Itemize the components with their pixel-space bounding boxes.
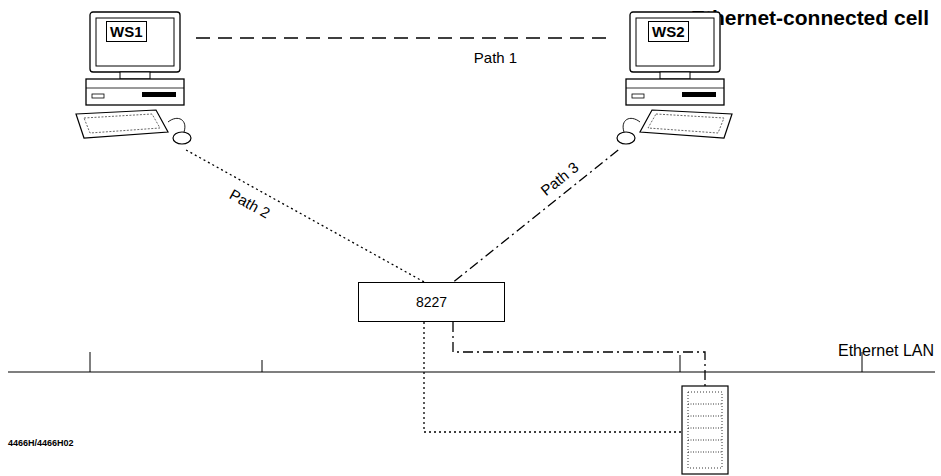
diagram-title: Ethernet-connected cell bbox=[691, 6, 929, 30]
lan-tap bbox=[680, 355, 681, 372]
lan-tap bbox=[90, 352, 91, 372]
path-label: Path 1 bbox=[472, 49, 519, 67]
path-label: Path 3 bbox=[536, 157, 584, 201]
server-tower bbox=[682, 386, 728, 474]
device-label: 8227 bbox=[416, 294, 447, 310]
workstation: WS2 bbox=[612, 10, 736, 150]
workstation: WS1 bbox=[72, 10, 196, 150]
path-line bbox=[186, 150, 424, 282]
path-extension bbox=[424, 322, 688, 432]
device-box: 8227 bbox=[358, 282, 505, 322]
workstation-name: WS2 bbox=[648, 21, 689, 42]
path-line bbox=[454, 150, 619, 282]
lan-cable bbox=[8, 371, 935, 372]
lan-tap bbox=[262, 360, 263, 372]
path-extension bbox=[453, 322, 705, 386]
figure-id: 4466H/4466H02 bbox=[8, 438, 74, 448]
workstation-name: WS1 bbox=[106, 21, 147, 42]
path-label: Path 2 bbox=[225, 184, 275, 223]
path-line bbox=[196, 37, 612, 38]
network-label: Ethernet LAN bbox=[838, 342, 934, 360]
